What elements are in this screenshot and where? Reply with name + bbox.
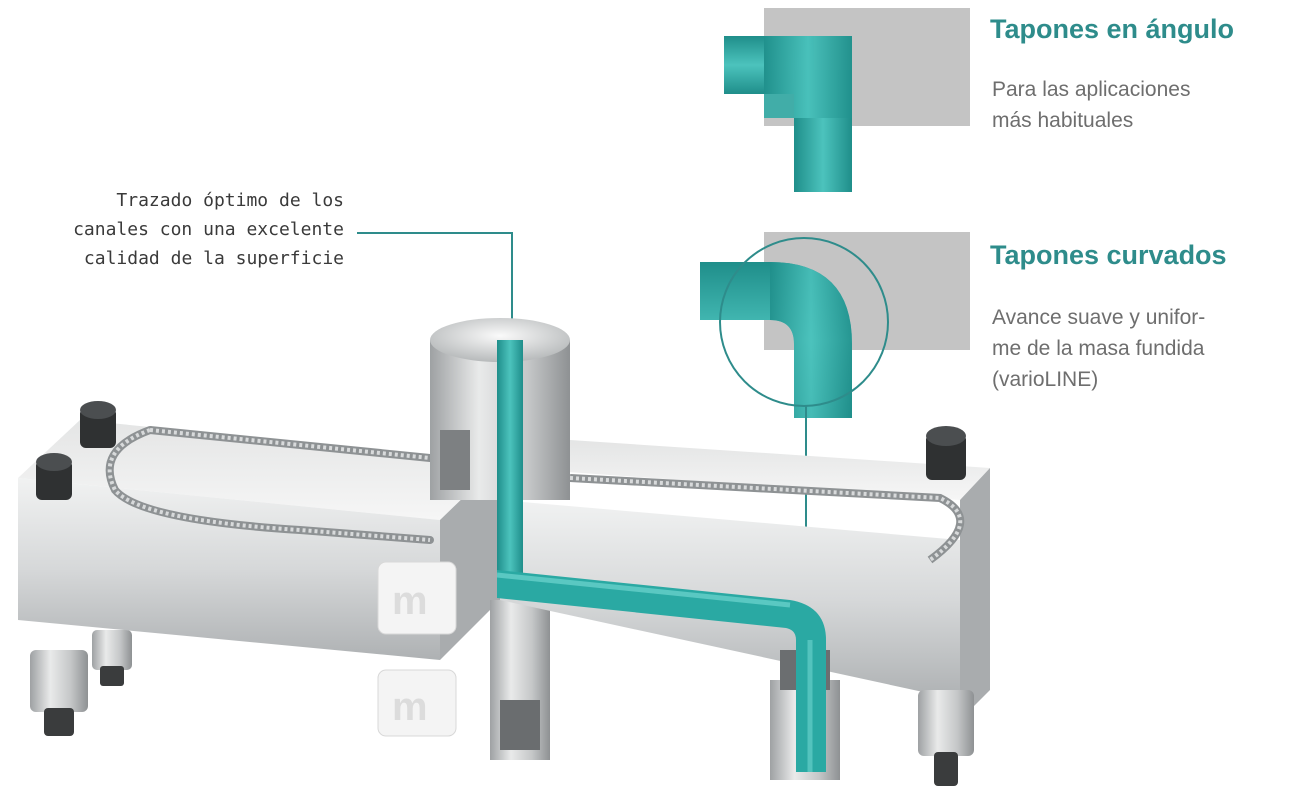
channel-layout-callout: Trazado óptimo de los canales con una ex… [0, 186, 344, 273]
callout-leader-line [357, 232, 513, 328]
svg-text:m: m [392, 579, 428, 623]
curved-plug-highlight-circle [719, 237, 889, 407]
callout-line-1: Trazado óptimo de los [116, 190, 344, 211]
hot-runner-manifold: m m [18, 318, 990, 786]
curved-plug-desc-line-1: Avance suave y unifor- [992, 306, 1206, 329]
melt-channel-vertical-inlet [497, 340, 523, 590]
curved-plug-title: Tapones curvados [990, 240, 1227, 270]
angle-plug-description: Para las aplicaciones más habituales [992, 74, 1190, 136]
angle-plug-desc-line-1: Para las aplicaciones [992, 78, 1191, 101]
melt-channel-horizontal [497, 570, 826, 772]
angle-plug-desc-line-2: más habituales [992, 109, 1134, 132]
angle-plug-title: Tapones en ángulo [990, 14, 1235, 44]
curved-plug-desc-line-2: me de la masa fundida [992, 337, 1205, 360]
callout-line-3: calidad de la superficie [83, 248, 344, 269]
curved-plug-illustration [700, 232, 970, 418]
svg-text:m: m [392, 685, 428, 729]
angle-plug-illustration [724, 8, 970, 192]
callout-line-2: canales con una excelente [73, 219, 344, 240]
curved-plug-description: Avance suave y unifor- me de la masa fun… [992, 302, 1205, 395]
curved-plug-desc-line-3: (varioLINE) [992, 368, 1099, 391]
